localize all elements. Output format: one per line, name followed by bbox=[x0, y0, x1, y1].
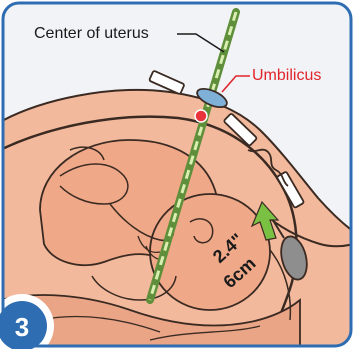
step-number: 3 bbox=[15, 312, 29, 342]
center-of-uterus-label: Center of uterus bbox=[34, 25, 149, 42]
umbilicus-marker bbox=[195, 110, 207, 122]
umbilicus-label: Umbilicus bbox=[252, 67, 321, 84]
